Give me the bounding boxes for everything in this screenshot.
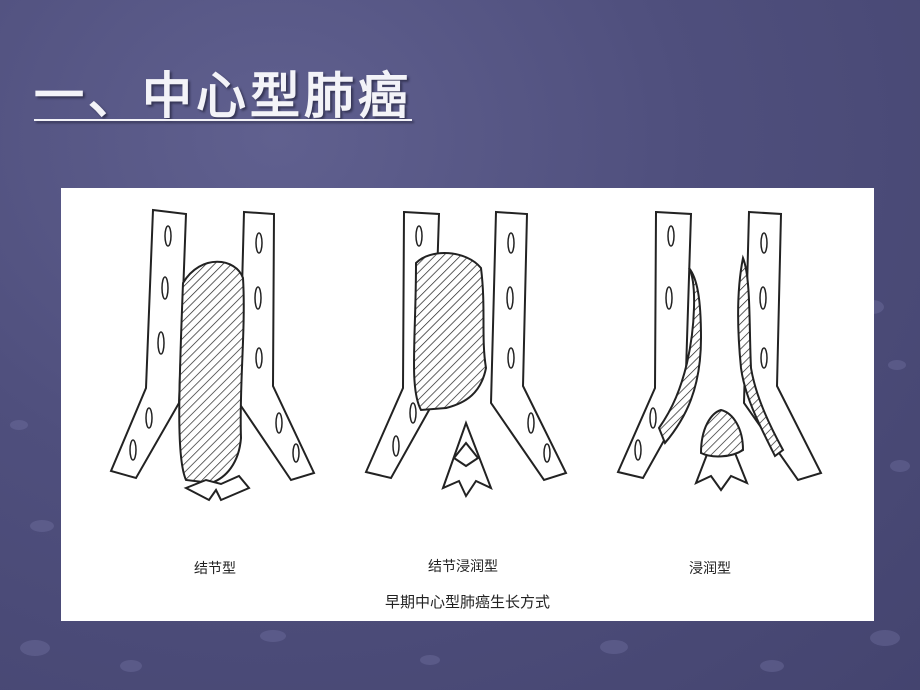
figure-panel: 结节型 结节浸润型 浸润型 早期中心型肺癌生长方式 <box>61 188 874 621</box>
diagram-nodular-infiltrative <box>364 210 568 499</box>
bronchus-diagrams <box>109 208 823 502</box>
figure-caption: 早期中心型肺癌生长方式 <box>384 593 550 611</box>
diagram-infiltrative <box>616 210 823 492</box>
panel-label-infiltrative: 浸润型 <box>689 561 731 577</box>
panel-label-nodular-infiltrative: 结节浸润型 <box>428 559 498 575</box>
diagram-nodular <box>109 208 316 502</box>
slide-title: 一、中心型肺癌 <box>34 67 412 125</box>
panel-label-nodular: 结节型 <box>194 561 236 577</box>
